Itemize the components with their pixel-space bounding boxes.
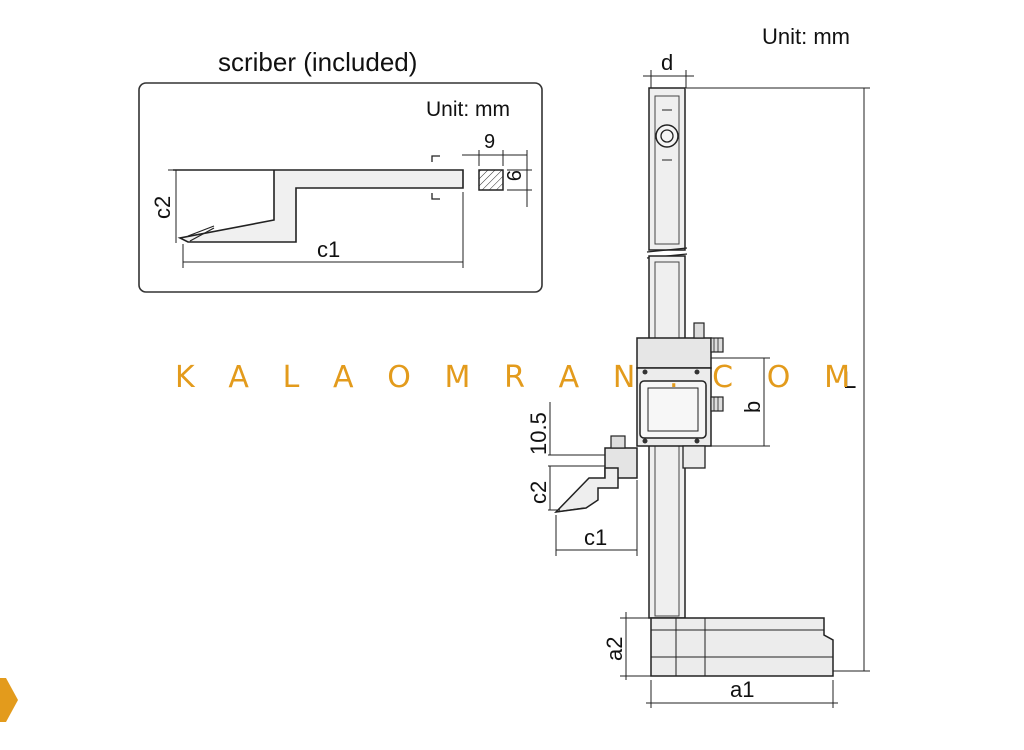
brand-logo-icon [0, 678, 18, 722]
lock-screw-upper-icon [710, 337, 724, 353]
inset-c2-label: c2 [150, 196, 175, 219]
inset-frame [138, 82, 543, 293]
inset-c1-label: c1 [317, 237, 340, 262]
dim-width-label: 9 [484, 131, 495, 153]
dim-b-label: b [740, 401, 765, 413]
scriber-screw-icon [610, 435, 626, 449]
dim-L-label: L [843, 367, 856, 394]
unit-label-top: Unit: mm [762, 24, 850, 49]
section-mark-bottom [431, 193, 440, 200]
fine-adjust-knob-icon [655, 124, 679, 148]
dim-a2-label: a2 [602, 637, 627, 661]
dim-d-label: d [661, 50, 673, 75]
cross-section [478, 169, 504, 191]
inset-title: scriber (included) [218, 47, 417, 77]
section-mark-top [431, 155, 440, 162]
scriber-shape [173, 169, 464, 243]
height-gauge: d [526, 50, 870, 708]
scriber-main [553, 467, 619, 514]
dim-c2-label: c2 [526, 481, 551, 504]
scriber-inset: scriber (included) Unit: mm 9 9 c2 [138, 47, 543, 293]
watermark-text: K A L A O M R A N . C O M [175, 360, 850, 395]
beam-top [648, 87, 686, 251]
lock-screw-lower-icon [710, 396, 724, 412]
dim-10-5-label: 10.5 [526, 412, 551, 455]
gauge-base [650, 617, 834, 677]
clamp-screw-icon [693, 322, 705, 339]
dim-height-label: 9 [502, 170, 524, 181]
inset-unit-label: Unit: mm [426, 98, 510, 121]
vernier-window [639, 380, 707, 439]
slider-head [636, 337, 712, 369]
dim-c1-label: c1 [584, 525, 607, 550]
dim-a1-label: a1 [730, 677, 754, 702]
